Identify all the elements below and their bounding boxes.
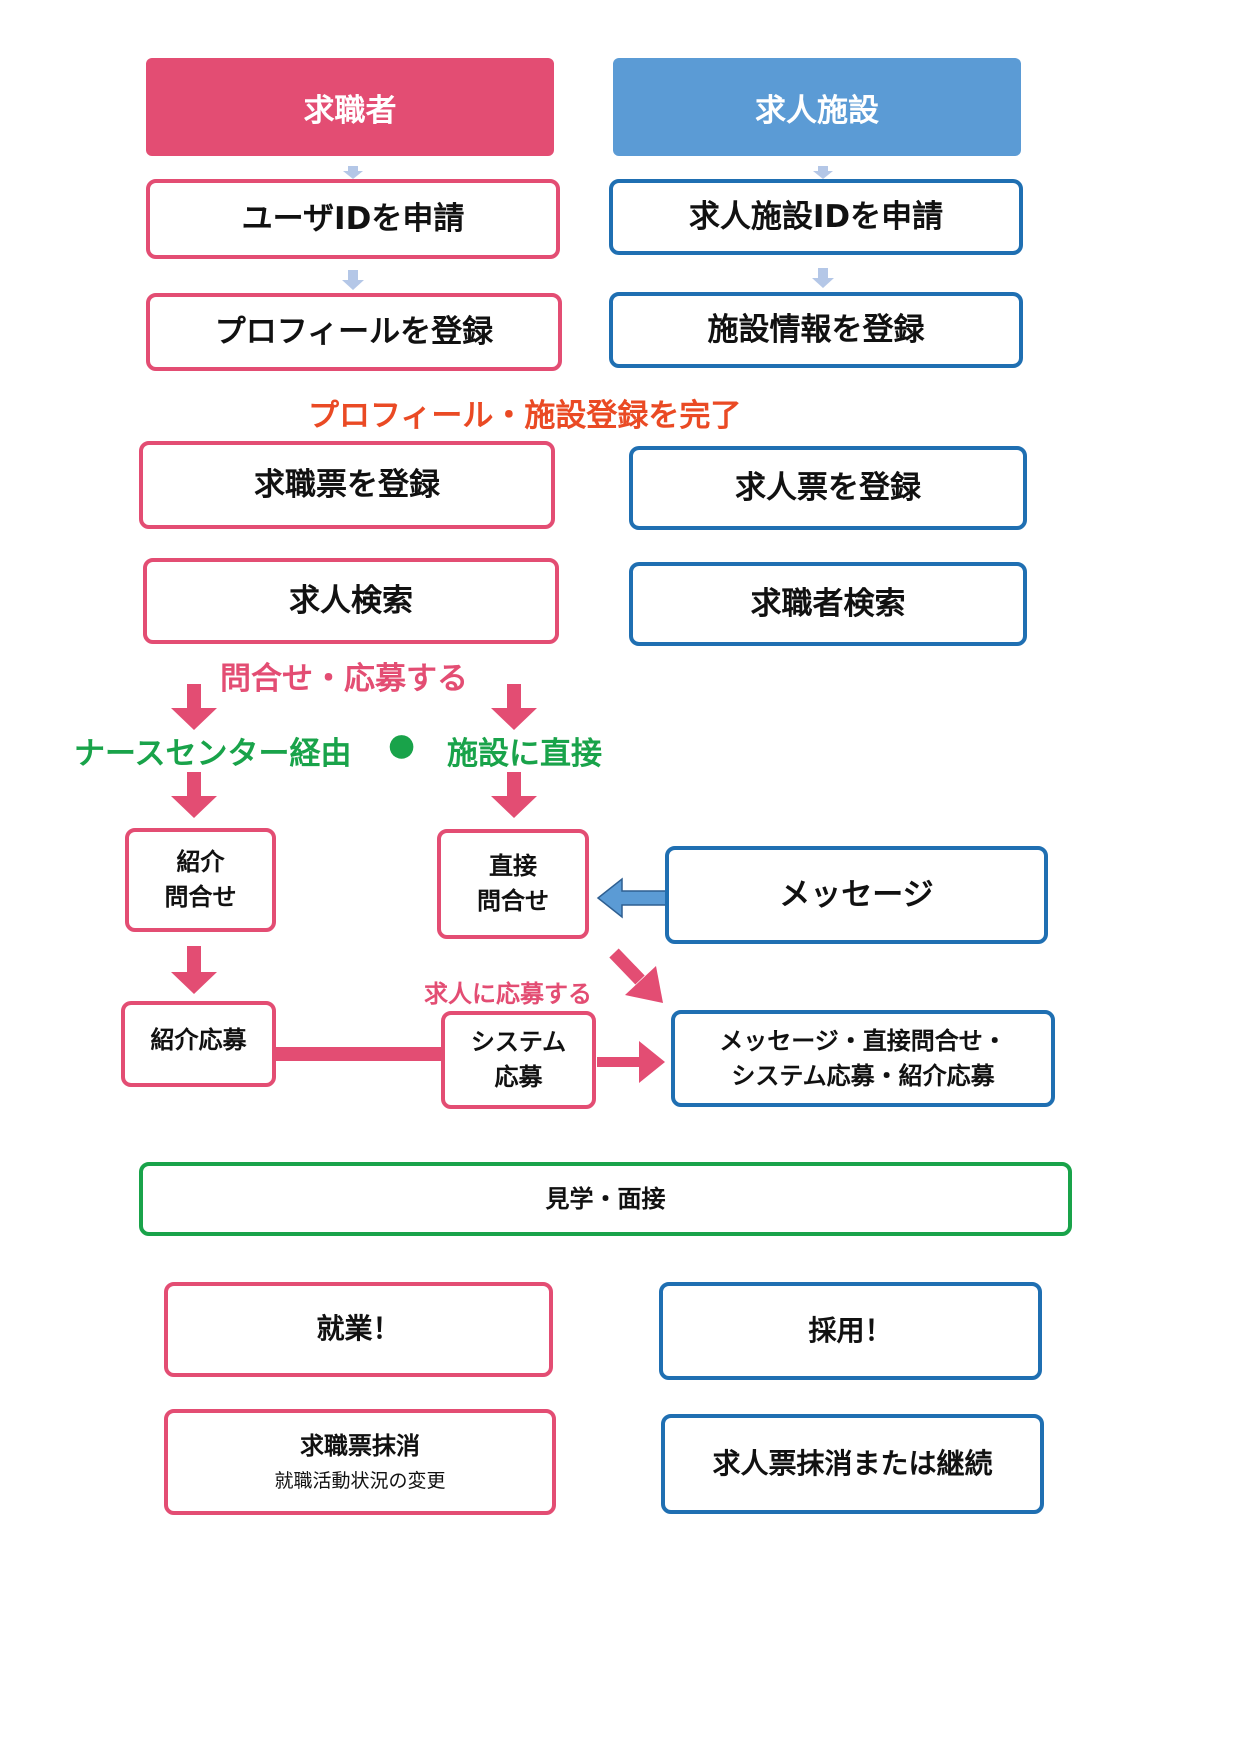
facility-header-text: 求人施設 <box>755 92 879 129</box>
seeker-header-text: 求職者 <box>303 92 397 129</box>
job-sheet-text: 求職票を登録 <box>254 466 440 503</box>
seeker-end-note: 就職活動状況の変更 <box>274 1469 446 1492</box>
step-arrow-icon <box>813 166 833 179</box>
seeker-end-box: 求職票抹消 就職活動状況の変更 <box>164 1409 556 1515</box>
down-arrow-icon <box>491 684 537 730</box>
result-line2: システム応募・紹介応募 <box>731 1061 995 1090</box>
system-apply-line1: システム <box>470 1028 567 1057</box>
down-arrow-icon <box>491 772 537 818</box>
apply-job-label: 求人に応募する <box>424 980 592 1008</box>
referral-inquiry-line1: 紹介 <box>176 848 225 877</box>
employed-text: 就業！ <box>316 1312 401 1346</box>
message-text: メッセージ <box>779 876 934 913</box>
down-arrow-icon <box>171 684 217 730</box>
job-search-box: 求人検索 <box>143 558 559 644</box>
system-apply-box: システム 応募 <box>441 1011 596 1109</box>
seeker-search-box: 求職者検索 <box>629 562 1027 646</box>
right-arrow-icon <box>597 1041 665 1083</box>
down-arrow-icon <box>171 772 217 818</box>
route-via-center-label: ナースセンター経由 <box>74 736 352 772</box>
visit-interview-box: 見学・面接 <box>139 1162 1072 1236</box>
step-arrow-icon <box>812 268 834 288</box>
referral-inquiry-line2: 問合せ <box>164 883 237 911</box>
hired-text: 採用！ <box>808 1313 893 1347</box>
facility-end-text: 求人票抹消または継続 <box>712 1446 993 1480</box>
visit-interview-text: 見学・面接 <box>545 1184 666 1213</box>
pink-down-arrows <box>171 684 537 994</box>
left-arrow-icon <box>596 877 669 919</box>
job-sheet-box: 求職票を登録 <box>139 441 555 529</box>
route-bullet-icon: ● <box>388 727 416 763</box>
small-step-arrows <box>342 166 834 290</box>
hired-box: 採用！ <box>659 1282 1042 1380</box>
result-box: メッセージ・直接問合せ・ システム応募・紹介応募 <box>671 1010 1055 1107</box>
direct-inquiry-box: 直接 問合せ <box>437 829 589 939</box>
route-direct-label: 施設に直接 <box>447 736 602 772</box>
complete-label: プロフィール・施設登録を完了 <box>308 398 742 434</box>
seeker-profile-text: プロフィールを登録 <box>214 313 494 350</box>
facility-header: 求人施設 <box>613 58 1021 156</box>
job-offer-text: 求人票を登録 <box>735 469 921 506</box>
step-arrow-icon <box>343 166 363 179</box>
connector-bar <box>275 1047 450 1061</box>
seeker-search-text: 求職者検索 <box>750 585 906 622</box>
facility-info-box: 施設情報を登録 <box>609 292 1023 368</box>
referral-apply-box: 紹介応募 <box>121 1001 276 1087</box>
referral-apply-text: 紹介応募 <box>150 1026 247 1054</box>
facility-id-text: 求人施設IDを申請 <box>688 198 944 235</box>
employed-box: 就業！ <box>164 1282 553 1377</box>
message-box: メッセージ <box>665 846 1048 944</box>
facility-info-text: 施設情報を登録 <box>707 311 925 348</box>
seeker-id-text: ユーザIDを申請 <box>241 200 465 237</box>
referral-inquiry-box: 紹介 問合せ <box>125 828 276 932</box>
seeker-profile-box: プロフィールを登録 <box>146 293 562 371</box>
job-search-text: 求人検索 <box>289 582 413 619</box>
diagonal-arrow-icon <box>609 948 663 1003</box>
result-line1: メッセージ・直接問合せ・ <box>719 1026 1007 1055</box>
seeker-end-title: 求職票抹消 <box>300 1431 420 1460</box>
system-apply-line2: 応募 <box>494 1063 543 1091</box>
facility-end-box: 求人票抹消または継続 <box>661 1414 1044 1514</box>
direct-inquiry-line2: 問合せ <box>477 887 549 915</box>
seeker-header: 求職者 <box>146 58 554 156</box>
step-arrow-icon <box>342 270 364 290</box>
down-arrow-icon <box>171 946 217 994</box>
job-offer-box: 求人票を登録 <box>629 446 1027 530</box>
direct-inquiry-line1: 直接 <box>489 852 537 881</box>
inquiry-label: 問合せ・応募する <box>220 661 468 697</box>
seeker-id-box: ユーザIDを申請 <box>146 179 560 259</box>
facility-id-box: 求人施設IDを申請 <box>609 179 1023 255</box>
